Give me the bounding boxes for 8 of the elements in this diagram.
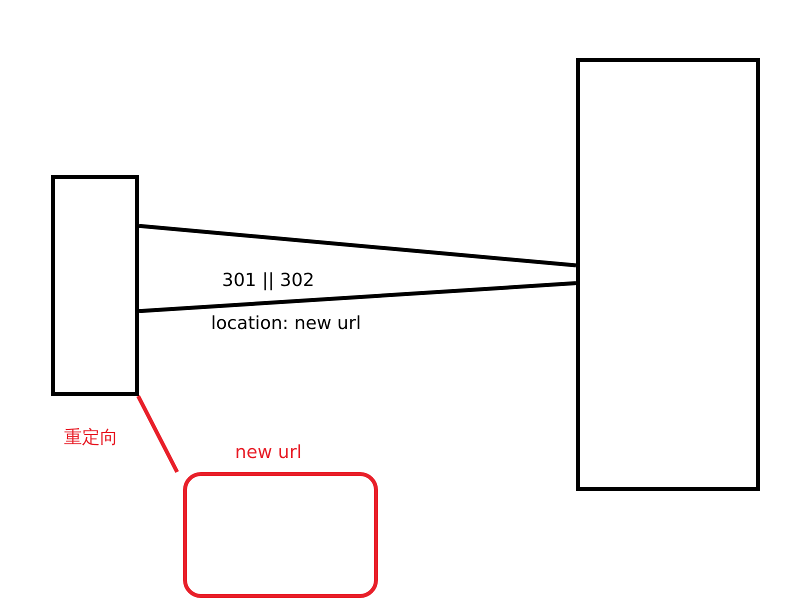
connector-line <box>138 281 576 314</box>
connector-line <box>138 224 576 268</box>
box-heading: new url <box>235 442 302 463</box>
rounded-box <box>183 472 378 598</box>
rectangle-box <box>576 58 760 491</box>
note-text: location: new url <box>211 313 361 334</box>
connector-line <box>136 395 179 473</box>
rectangle-box <box>51 175 139 396</box>
